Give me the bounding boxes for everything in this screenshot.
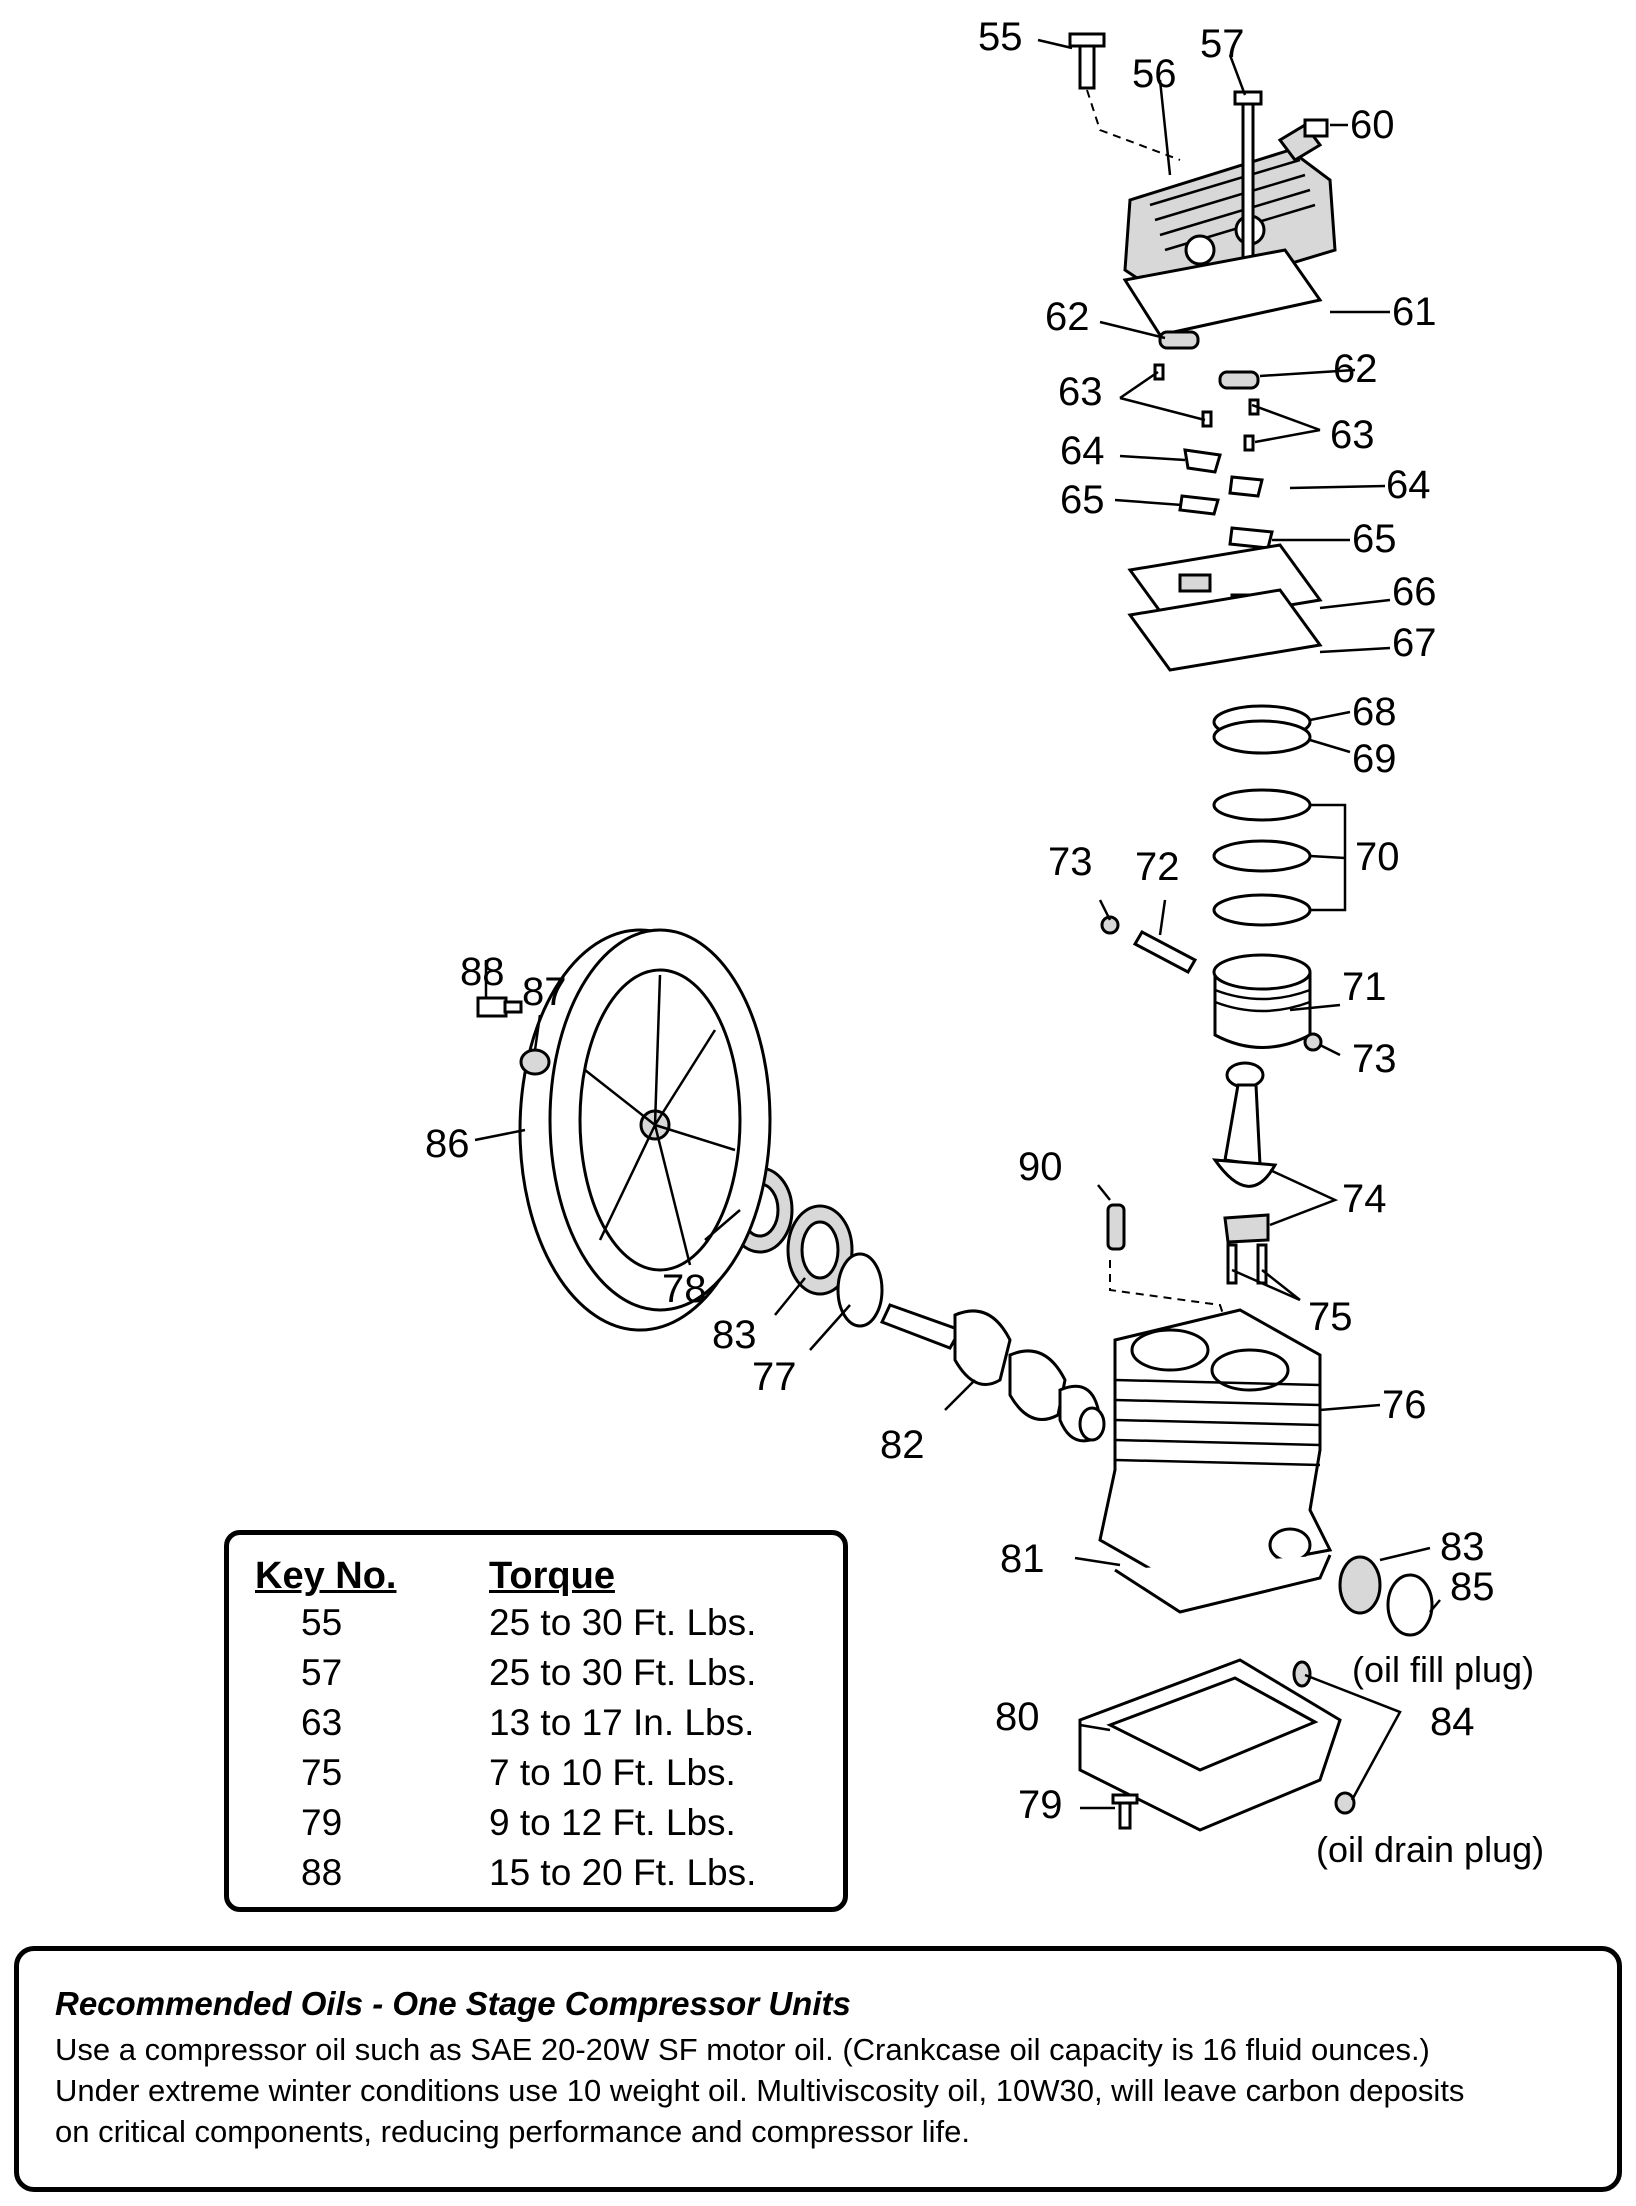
o-ring [836, 1252, 884, 1328]
row-torque: 25 to 30 Ft. Lbs. [489, 1652, 757, 1693]
key-no-header: Key No. [255, 1555, 397, 1597]
callout-64b: 64 [1386, 463, 1431, 507]
row-key: 63 [301, 1702, 343, 1743]
base-plate [1078, 1658, 1342, 1832]
crankcase [1098, 1308, 1333, 1582]
oil-fill-plug-label: (oil fill plug) [1352, 1649, 1534, 1690]
callout-66: 66 [1392, 570, 1437, 614]
callout-83a: 83 [712, 1313, 757, 1357]
table-row: 63 13 to 17 In. Lbs. [255, 1698, 817, 1748]
table-row: 55 25 to 30 Ft. Lbs. [255, 1598, 817, 1648]
callout-60: 60 [1350, 103, 1395, 147]
torque-table-header: Key No. Torque [255, 1555, 817, 1598]
crankshaft [879, 1303, 1106, 1443]
callout-76: 76 [1382, 1383, 1427, 1427]
torque-table: Key No. Torque 55 25 to 30 Ft. Lbs. 57 2… [224, 1530, 848, 1912]
torque-header: Torque [489, 1555, 615, 1597]
callout-74: 74 [1342, 1177, 1387, 1221]
head-gasket [1122, 248, 1323, 337]
crankcase-gasket [1114, 1554, 1332, 1614]
row-torque: 15 to 20 Ft. Lbs. [489, 1852, 757, 1893]
row-torque: 13 to 17 In. Lbs. [489, 1702, 755, 1743]
callout-83b: 83 [1440, 1525, 1485, 1569]
callout-87: 87 [522, 970, 567, 1014]
callout-90: 90 [1018, 1145, 1063, 1189]
base-bolt [1111, 1793, 1139, 1830]
row-key: 88 [301, 1852, 343, 1893]
callout-82: 82 [880, 1423, 925, 1467]
row-torque: 25 to 30 Ft. Lbs. [489, 1602, 757, 1643]
oil-note-line: on critical components, reducing perform… [55, 2114, 970, 2149]
callout-62b: 62 [1333, 347, 1378, 391]
piston-rings [1212, 704, 1312, 927]
callout-63a: 63 [1058, 370, 1103, 414]
callout-73a: 73 [1048, 840, 1093, 884]
callout-84: 84 [1430, 1700, 1475, 1744]
callout-78: 78 [662, 1267, 707, 1311]
callout-88: 88 [460, 950, 505, 994]
callout-64a: 64 [1060, 429, 1105, 473]
flywheel-bolt [476, 996, 523, 1018]
callout-71: 71 [1342, 965, 1387, 1009]
table-row: 88 15 to 20 Ft. Lbs. [255, 1848, 817, 1898]
piston [1212, 953, 1312, 1049]
callout-73b: 73 [1352, 1037, 1397, 1081]
oil-note-line: Under extreme winter conditions use 10 w… [55, 2073, 1465, 2108]
safety-valve [1277, 118, 1329, 162]
row-key: 79 [301, 1802, 343, 1843]
oil-note-line: Use a compressor oil such as SAE 20-20W … [55, 2032, 1430, 2067]
row-torque: 9 to 12 Ft. Lbs. [489, 1802, 736, 1843]
callout-69: 69 [1352, 737, 1397, 781]
row-key: 75 [301, 1752, 343, 1793]
callout-labels: 55 56 57 60 61 62 62 63 63 64 64 65 65 6… [425, 15, 1544, 1870]
row-key: 55 [301, 1602, 343, 1643]
oil-plugs [1292, 1660, 1356, 1815]
row-key: 57 [301, 1652, 343, 1693]
table-row: 57 25 to 30 Ft. Lbs. [255, 1648, 817, 1698]
callout-61: 61 [1392, 290, 1437, 334]
oil-note-title: Recommended Oils - One Stage Compressor … [55, 1985, 851, 2022]
flywheel [518, 928, 772, 1332]
table-row: 79 9 to 12 Ft. Lbs. [255, 1798, 817, 1848]
callout-68: 68 [1352, 690, 1397, 734]
callout-56: 56 [1132, 52, 1177, 96]
table-row: 75 7 to 10 Ft. Lbs. [255, 1748, 817, 1798]
crankcase-seal-cap [1338, 1555, 1434, 1637]
callout-75: 75 [1308, 1295, 1353, 1339]
callout-65a: 65 [1060, 478, 1105, 522]
row-torque: 7 to 10 Ft. Lbs. [489, 1752, 736, 1793]
callout-77: 77 [752, 1355, 797, 1399]
callout-63b: 63 [1330, 413, 1375, 457]
callout-62a: 62 [1045, 295, 1090, 339]
bearing [786, 1204, 854, 1296]
callout-86: 86 [425, 1122, 470, 1166]
callout-72: 72 [1135, 845, 1180, 889]
callout-55: 55 [978, 15, 1023, 59]
connecting-rod [1211, 1061, 1278, 1285]
valve-parts [1153, 330, 1274, 550]
head-bolt [1068, 32, 1106, 90]
callout-70: 70 [1355, 835, 1400, 879]
callout-85: 85 [1450, 1565, 1495, 1609]
callout-57: 57 [1200, 22, 1245, 66]
callout-81: 81 [1000, 1537, 1045, 1581]
flywheel-washer [519, 1048, 551, 1076]
recommended-oils-note: Recommended Oils - One Stage Compressor … [14, 1946, 1622, 2192]
leader-lines [474, 38, 1441, 1810]
callout-67: 67 [1392, 621, 1437, 665]
oil-drain-plug-label: (oil drain plug) [1316, 1829, 1544, 1870]
callout-80: 80 [995, 1695, 1040, 1739]
wrist-pin [1100, 915, 1323, 1052]
valve-plate-gasket [1127, 588, 1323, 672]
callout-79: 79 [1018, 1783, 1063, 1827]
callout-65b: 65 [1352, 517, 1397, 561]
